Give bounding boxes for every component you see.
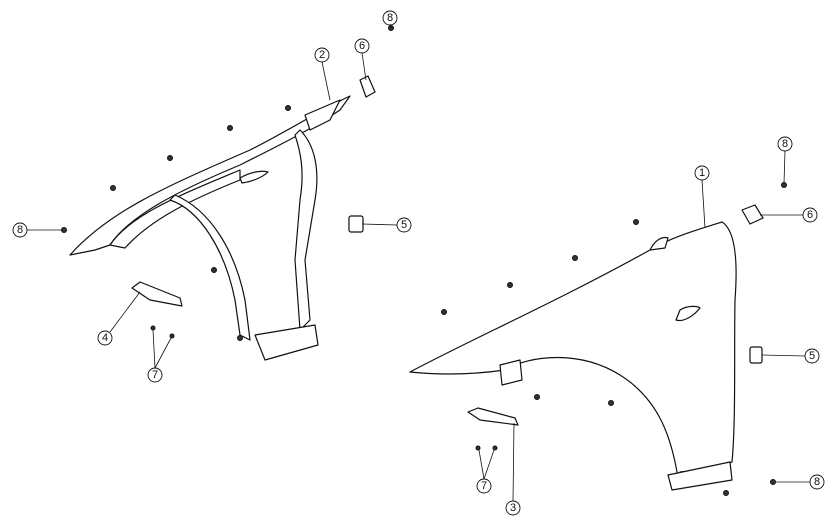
svg-text:5: 5 (401, 219, 407, 231)
fender-reinforcement-part (69, 95, 351, 361)
clip-part-6-top (359, 75, 376, 98)
bracket-part-5-right (749, 346, 763, 364)
bracket-part-4 (131, 281, 183, 307)
bracket-part-5-left (348, 215, 364, 233)
svg-text:7: 7 (481, 480, 487, 492)
bracket-part-3 (467, 407, 519, 426)
callout-5: 5 (804, 348, 820, 364)
callout-7: 7 (476, 478, 492, 494)
fasteners-right (441, 182, 787, 496)
callout-6: 6 (354, 38, 370, 54)
callout-2: 2 (314, 47, 330, 63)
svg-text:8: 8 (782, 138, 788, 150)
svg-text:7: 7 (152, 369, 158, 381)
svg-text:6: 6 (359, 40, 365, 52)
svg-text:6: 6 (807, 209, 813, 221)
callout-4: 4 (97, 330, 113, 346)
svg-text:3: 3 (510, 502, 516, 514)
callout-7: 7 (147, 367, 163, 383)
callout-8: 8 (777, 136, 793, 152)
clip-part-6-right (741, 204, 764, 225)
svg-text:5: 5 (809, 350, 815, 362)
svg-text:8: 8 (17, 224, 23, 236)
svg-text:8: 8 (814, 476, 820, 488)
callout-8: 8 (809, 474, 825, 490)
svg-text:1: 1 (699, 167, 705, 179)
callout-8: 8 (12, 222, 28, 238)
callout-1: 1 (694, 165, 710, 181)
callout-5: 5 (396, 217, 412, 233)
callout-8: 8 (382, 10, 398, 26)
svg-text:2: 2 (319, 49, 325, 61)
fasteners-left (61, 25, 394, 341)
callout-3: 3 (505, 500, 521, 516)
front-fender-part (409, 221, 737, 479)
svg-text:4: 4 (102, 332, 108, 344)
leader-lines (27, 24, 810, 502)
svg-text:8: 8 (387, 12, 393, 24)
callout-6: 6 (802, 207, 818, 223)
